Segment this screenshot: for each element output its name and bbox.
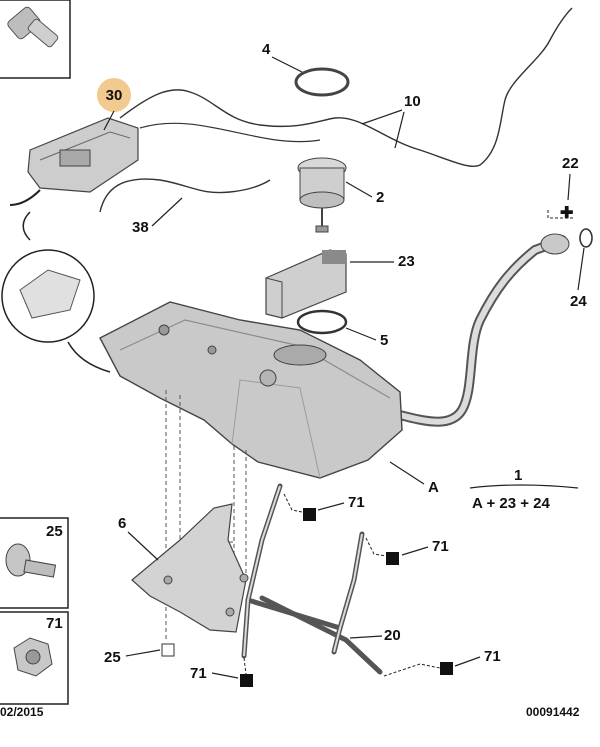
nut-marker-71c[interactable] [383, 662, 453, 677]
nut-marker-71b[interactable] [365, 537, 399, 565]
callout-10: 10 [404, 93, 421, 110]
filter-block-23[interactable] [265, 249, 347, 319]
callout-30: 30 [106, 87, 123, 104]
callout-24: 24 [570, 293, 587, 310]
footer-date: 02/2015 [0, 705, 44, 719]
bolt-inset [0, 0, 71, 79]
callout-5: 5 [380, 332, 388, 349]
callout-71b: 71 [432, 538, 449, 555]
callout-71a: 71 [348, 494, 365, 511]
callout-25: 25 [104, 649, 121, 666]
cap-icon: ✚ [560, 205, 573, 222]
inset-25-label: 25 [46, 523, 63, 540]
wiring-harness-10 [119, 7, 573, 167]
nut-inset-71 [0, 611, 69, 705]
callout-1: 1 [514, 467, 522, 484]
callout-22: 22 [562, 155, 579, 172]
fuel-tank-a[interactable] [99, 301, 403, 479]
lock-ring-4[interactable] [294, 67, 350, 97]
inset-71-label: 71 [46, 615, 63, 632]
filler-neck[interactable] [383, 233, 570, 427]
heat-shield-6[interactable] [131, 503, 249, 633]
fastener-marker-25[interactable] [161, 643, 175, 657]
footer-ref: 00091442 [526, 705, 580, 719]
callout-23: 23 [398, 253, 415, 270]
callout-a: A [428, 479, 439, 496]
callout-formula: A + 23 + 24 [472, 495, 550, 512]
module-30[interactable] [27, 117, 139, 193]
callout-71d: 71 [190, 665, 207, 682]
callout-2: 2 [376, 189, 384, 206]
seal-5[interactable] [296, 309, 348, 335]
fastener-inset-25 [0, 517, 69, 609]
nut-marker-71d[interactable] [240, 657, 253, 687]
callout-6: 6 [118, 515, 126, 532]
callout-71c: 71 [484, 648, 501, 665]
callout-38: 38 [132, 219, 149, 236]
callout-30-highlight [97, 78, 131, 112]
callout-20: 20 [384, 627, 401, 644]
fuel-pump-2[interactable] [297, 157, 347, 233]
wiring-harness-38 [99, 178, 271, 213]
nut-marker-71a[interactable] [283, 493, 316, 521]
callout-4: 4 [262, 41, 271, 58]
filler-seal-24[interactable] [579, 228, 593, 248]
